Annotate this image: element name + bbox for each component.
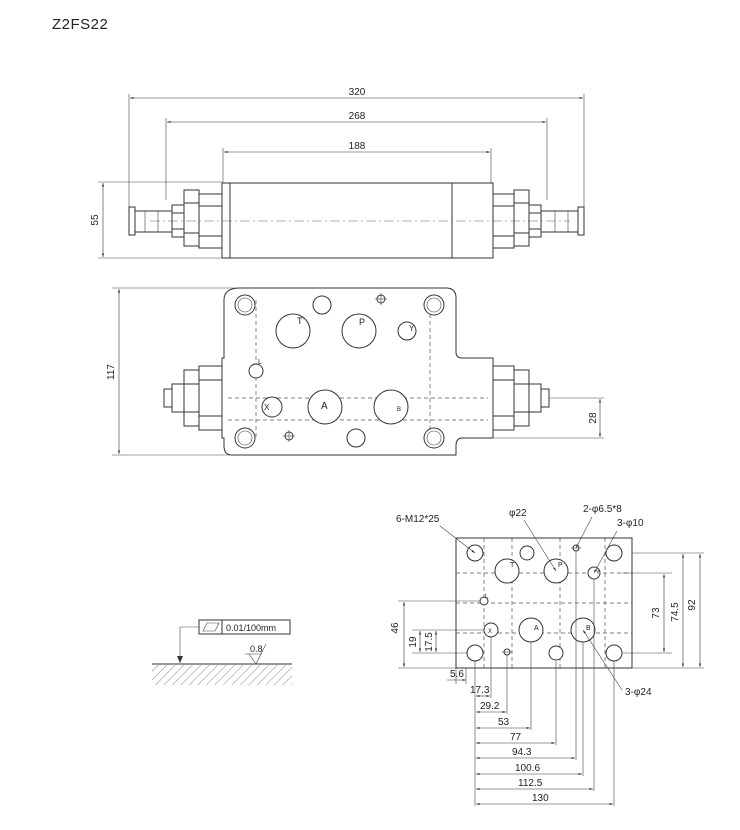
dim-112-5: 112.5 — [518, 778, 543, 789]
roughness-value: 0.8 — [250, 644, 263, 654]
plan-view: 117 28 — [106, 287, 604, 456]
mount-port-b: B — [586, 625, 591, 632]
dim-94-3: 94.3 — [512, 747, 532, 758]
drawing-title: Z2FS22 — [52, 16, 109, 33]
dim-117: 117 — [106, 364, 117, 380]
dim-73: 73 — [651, 607, 662, 619]
dim-46: 46 — [390, 622, 401, 634]
dim-92: 92 — [687, 599, 698, 611]
plan-port-p: P — [359, 317, 365, 327]
plan-port-y: Y — [409, 324, 415, 333]
flatness-tolerance: 0.01/100mm — [226, 623, 276, 633]
plan-port-l: L — [258, 359, 262, 366]
plan-port-x: X — [264, 403, 270, 412]
callout-bore24: 3-φ24 — [625, 687, 652, 698]
dim-74-5: 74.5 — [670, 602, 681, 622]
mounting-face: T P Y L X A B 6-M12*25 φ22 2-φ6.5*8 3-φ1… — [390, 504, 704, 806]
mount-port-a: A — [534, 625, 539, 632]
dim-28: 28 — [588, 412, 599, 424]
dim-320: 320 — [349, 87, 366, 98]
mount-port-y: Y — [596, 570, 600, 576]
mount-port-p: P — [558, 562, 563, 569]
mount-port-x: X — [488, 629, 492, 635]
mount-port-t: T — [510, 562, 515, 569]
plan-port-b: B — [397, 407, 401, 413]
dim-19: 19 — [408, 636, 419, 648]
dim-188: 188 — [349, 141, 366, 152]
dim-100-6: 100.6 — [515, 763, 540, 774]
dim-53: 53 — [498, 717, 510, 728]
dim-130: 130 — [532, 793, 549, 804]
dim-29-2: 29.2 — [480, 701, 500, 712]
plan-port-a: A — [321, 401, 328, 412]
surface-spec: 0.01/100mm 0.8 — [152, 619, 292, 685]
dim-77: 77 — [510, 732, 522, 743]
dim-17-5: 17.5 — [424, 632, 435, 652]
callout-thread: 6-M12*25 — [396, 514, 440, 525]
callout-pin: 2-φ6.5*8 — [583, 504, 622, 515]
elevation-view: 320 268 188 55 — [90, 87, 585, 259]
dim-5-6: 5.6 — [450, 669, 464, 680]
plan-port-t: T — [297, 316, 303, 326]
callout-bore22: φ22 — [509, 508, 527, 519]
dim-55: 55 — [90, 214, 101, 226]
callout-bore10: 3-φ10 — [617, 518, 644, 529]
mount-port-l: L — [485, 594, 489, 600]
dim-268: 268 — [349, 111, 366, 122]
dim-17-3: 17.3 — [470, 685, 490, 696]
